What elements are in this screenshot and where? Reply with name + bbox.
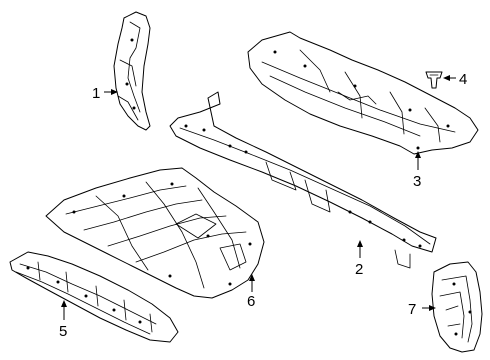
part-4-clip (425, 71, 443, 89)
callout-2: 2 (355, 240, 363, 278)
arrowhead-6 (249, 274, 255, 281)
arrowhead-2 (357, 240, 363, 247)
callout-3: 3 (413, 151, 421, 190)
callout-1: 1 (92, 85, 118, 102)
arrowhead-3 (415, 151, 421, 158)
callout-label-7: 7 (408, 301, 416, 318)
callout-6: 6 (247, 274, 255, 310)
callout-label-6: 6 (247, 293, 255, 310)
callout-7: 7 (408, 301, 436, 318)
part-6-under-cover (45, 167, 265, 299)
callout-4: 4 (443, 71, 467, 88)
callout-label-5: 5 (59, 323, 67, 340)
part-5-lower-shield (9, 251, 179, 343)
callout-label-1: 1 (92, 85, 100, 102)
arrowhead-4 (443, 75, 450, 81)
part-1-bracket (113, 11, 151, 131)
part-7-side-bracket (431, 261, 483, 353)
part-2-cross-member (169, 91, 437, 269)
callout-5: 5 (59, 300, 67, 340)
part-3-splash-shield (247, 31, 479, 155)
arrowhead-5 (61, 300, 67, 307)
arrowhead-7 (429, 305, 436, 311)
callout-label-4: 4 (459, 71, 467, 88)
arrowhead-1 (111, 89, 118, 95)
callout-label-3: 3 (413, 173, 421, 190)
callout-label-2: 2 (355, 261, 363, 278)
